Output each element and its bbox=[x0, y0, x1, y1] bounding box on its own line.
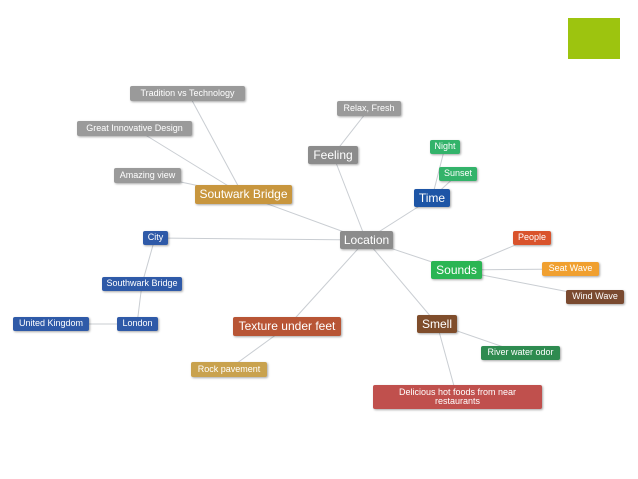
node-time[interactable]: Time bbox=[414, 189, 450, 207]
node-texture-under-feet[interactable]: Texture under feet bbox=[233, 317, 341, 336]
node-tradition-vs-technology[interactable]: Tradition vs Technology bbox=[130, 86, 245, 101]
node-river-water-odor[interactable]: River water odor bbox=[481, 346, 560, 360]
node-city[interactable]: City bbox=[143, 231, 168, 245]
node-delicious-hot-foods[interactable]: Delicious hot foods from near restaurant… bbox=[373, 385, 542, 409]
node-smell[interactable]: Smell bbox=[417, 315, 457, 333]
node-rock-pavement[interactable]: Rock pavement bbox=[191, 362, 267, 377]
link-location-feeling bbox=[332, 154, 367, 241]
node-wind-wave[interactable]: Wind Wave bbox=[566, 290, 624, 304]
node-people[interactable]: People bbox=[513, 231, 551, 245]
node-feeling[interactable]: Feeling bbox=[308, 146, 358, 164]
node-southwark-bridge-hub[interactable]: Soutwark Bridge bbox=[195, 185, 292, 204]
node-night[interactable]: Night bbox=[430, 140, 460, 154]
link-smell-foods bbox=[436, 323, 458, 398]
node-location[interactable]: Location bbox=[340, 231, 393, 249]
link-hub-tradition bbox=[187, 92, 244, 196]
node-southwark-bridge[interactable]: Southwark Bridge bbox=[102, 277, 182, 291]
accent-square bbox=[568, 18, 620, 59]
link-hub-design bbox=[133, 127, 244, 196]
node-amazing-view[interactable]: Amazing view bbox=[114, 168, 181, 183]
link-location-city bbox=[154, 237, 367, 241]
node-seat-wave[interactable]: Seat Wave bbox=[542, 262, 599, 276]
node-relax-fresh[interactable]: Relax, Fresh bbox=[337, 101, 401, 116]
link-location-smell bbox=[365, 239, 438, 325]
node-united-kingdom[interactable]: United Kingdom bbox=[13, 317, 89, 331]
node-sunset[interactable]: Sunset bbox=[439, 167, 477, 181]
link-location-texture bbox=[287, 239, 367, 327]
node-sounds[interactable]: Sounds bbox=[431, 261, 482, 279]
link-city-southwark bbox=[141, 237, 156, 285]
node-great-innovative-design[interactable]: Great Innovative Design bbox=[77, 121, 192, 136]
node-london[interactable]: London bbox=[117, 317, 158, 331]
